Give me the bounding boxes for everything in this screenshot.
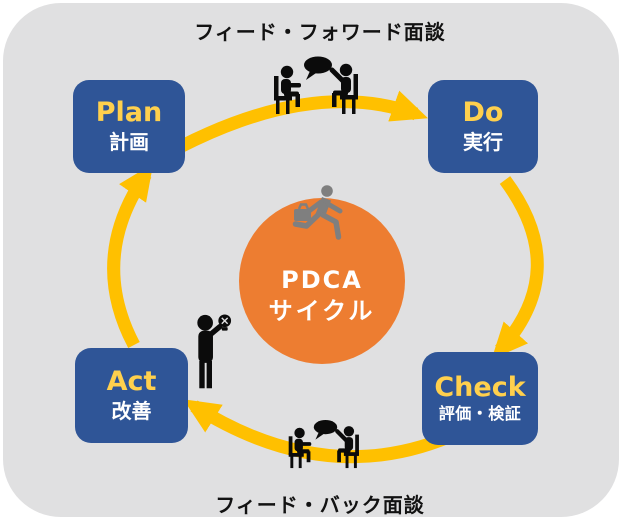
idea-person-icon	[188, 312, 236, 400]
stage-name-plan: Plan	[95, 97, 163, 129]
top-caption: フィード・フォワード面談	[194, 20, 446, 44]
stage-name-do: Do	[462, 97, 504, 129]
arrow-check-to-act	[183, 399, 463, 464]
stage-label-do: 実行	[463, 129, 503, 154]
stage-name-act: Act	[106, 366, 157, 398]
arrow-do-to-check	[491, 176, 544, 360]
stage-box-plan: Plan 計画	[73, 80, 185, 173]
meeting-conversation-icon-bottom	[282, 418, 374, 478]
stage-box-act: Act 改善	[75, 348, 188, 443]
meeting-conversation-icon-top	[266, 56, 376, 124]
stage-label-check: 評価・検証	[438, 404, 522, 424]
stage-label-plan: 計画	[109, 129, 149, 154]
center-title-line1: PDCA	[281, 266, 363, 294]
arrow-plan-to-do	[177, 90, 429, 153]
stage-name-check: Check	[434, 372, 526, 404]
stage-box-check: Check 評価・検証	[422, 352, 538, 445]
arrow-act-to-plan	[107, 163, 154, 349]
running-businessman-icon	[290, 184, 350, 246]
center-title-line2: サイクル	[268, 297, 376, 325]
bottom-caption: フィード・バック面談	[215, 493, 425, 517]
stage-box-do: Do 実行	[428, 80, 538, 173]
stage-label-act: 改善	[111, 398, 152, 423]
pdca-center-circle: PDCA サイクル	[239, 198, 405, 364]
